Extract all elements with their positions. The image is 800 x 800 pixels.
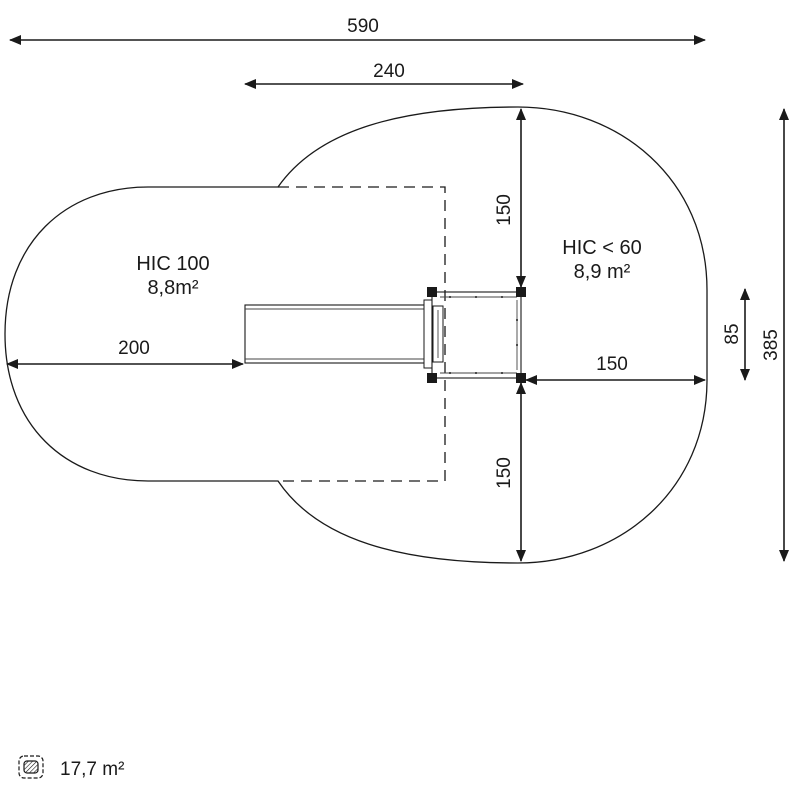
hatched-area-icon (18, 755, 44, 779)
right-zone-hic-label: HIC < 60 (562, 237, 641, 259)
slide-clearance-label: 200 (118, 338, 150, 359)
slide-impact-zone-dashed (278, 186, 446, 482)
platform-width-label: 240 (373, 61, 405, 82)
right-zone-area-label: 8,9 m² (574, 261, 631, 283)
safety-area-outline (4, 106, 708, 564)
top-clearance-label: 150 (494, 194, 515, 226)
left-zone-area-label: 8,8m² (147, 277, 198, 299)
overall-width-label: 590 (347, 16, 379, 37)
platform-depth-label: 85 (722, 323, 743, 344)
bottom-clearance-label: 150 (494, 457, 515, 489)
left-zone-hic-label: HIC 100 (136, 253, 209, 275)
overall-depth-label: 385 (761, 329, 782, 361)
slide-element (244, 299, 444, 369)
total-area-label: 17,7 m² (60, 759, 124, 780)
platform-element (427, 287, 526, 383)
right-clearance-label: 150 (596, 354, 628, 375)
